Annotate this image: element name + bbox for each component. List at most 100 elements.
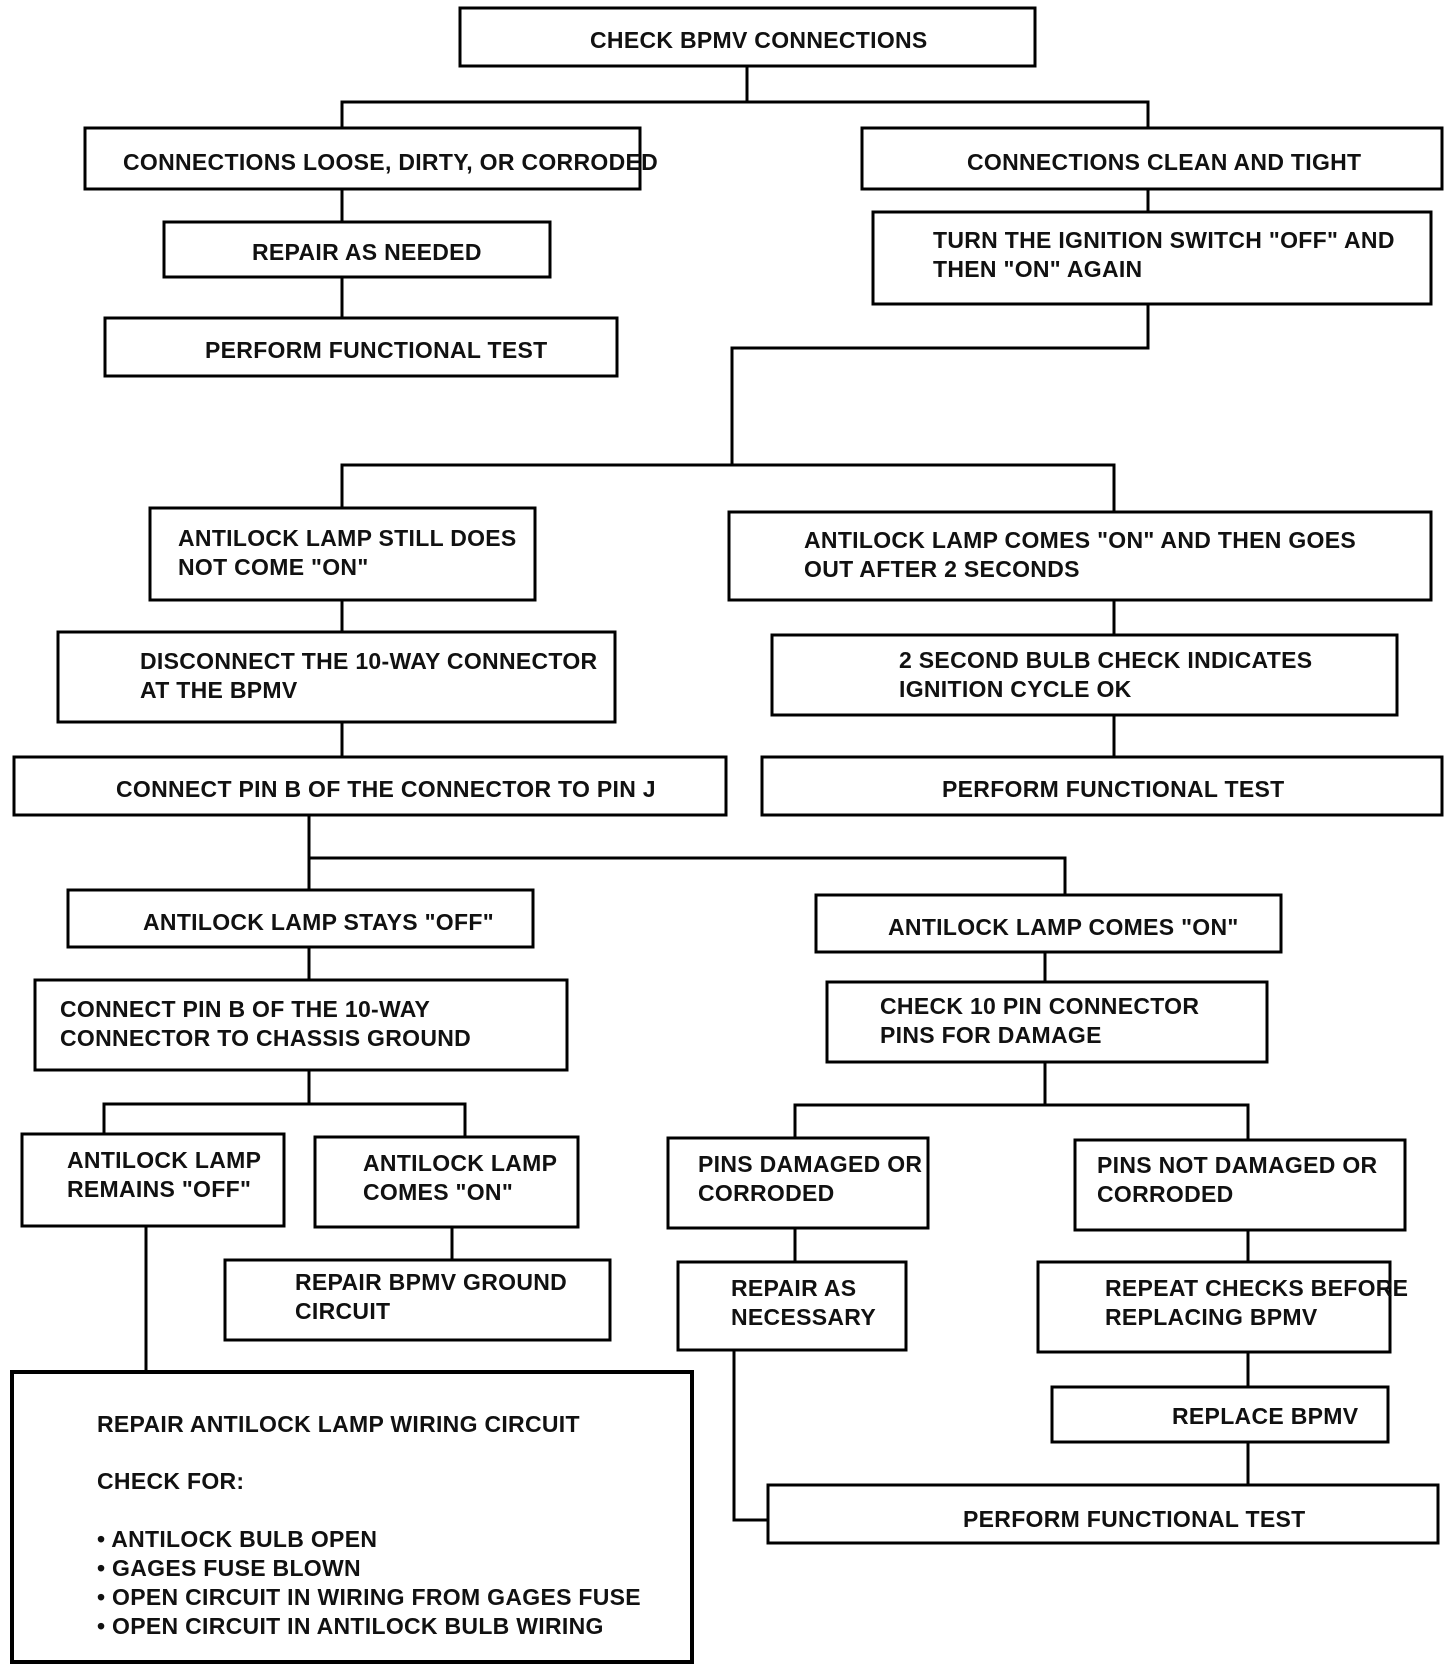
connector-line — [102, 1102, 467, 1137]
node-lamp-not-on: ANTILOCK LAMP STILL DOES NOT COME "ON" — [148, 506, 537, 602]
connector-line — [730, 304, 1150, 465]
node-label-line: • GAGES FUSE BLOWN — [97, 1555, 361, 1581]
node-label-line: REPLACING BPMV — [1105, 1304, 1318, 1330]
node-label-line: CONNECT PIN B OF THE 10-WAY — [60, 996, 430, 1022]
node-label-line: TURN THE IGNITION SWITCH "OFF" AND — [933, 227, 1395, 253]
node-label-line: THEN "ON" AGAIN — [933, 256, 1142, 282]
node-box — [83, 126, 642, 191]
node-box — [103, 316, 619, 378]
node-label-line: OUT AFTER 2 SECONDS — [804, 556, 1080, 582]
node-label-line: ANTILOCK LAMP — [363, 1150, 557, 1176]
node-wiring: REPAIR ANTILOCK LAMP WIRING CIRCUIT CHECK… — [10, 1370, 694, 1664]
node-label-line: PINS FOR DAMAGE — [880, 1022, 1102, 1048]
connector-line — [340, 100, 1150, 128]
node-box — [313, 1135, 580, 1229]
node-box — [666, 1136, 930, 1230]
node-ground-on: ANTILOCK LAMP COMES "ON" — [313, 1135, 580, 1229]
node-box — [20, 1132, 286, 1228]
node-box — [727, 510, 1433, 602]
node-label-line: ANTILOCK LAMP COMES "ON" — [888, 914, 1239, 940]
node-label-line: ANTILOCK LAMP STAYS "OFF" — [143, 909, 494, 935]
node-ignition: TURN THE IGNITION SWITCH "OFF" AND THEN "… — [871, 210, 1433, 306]
node-box — [871, 210, 1433, 306]
node-connect-pin-j: CONNECT PIN B OF THE CONNECTOR TO PIN J — [12, 755, 728, 817]
node-pins-ok: PINS NOT DAMAGED OR CORRODED — [1073, 1138, 1407, 1232]
node-box — [1036, 1260, 1392, 1354]
node-box — [760, 755, 1444, 817]
node-label-line: ANTILOCK LAMP STILL DOES — [178, 525, 517, 551]
node-repair-necessary: REPAIR AS NECESSARY — [676, 1260, 908, 1352]
node-box — [33, 978, 569, 1072]
node-box — [56, 630, 617, 724]
node-box — [676, 1260, 908, 1352]
node-functional-3: PERFORM FUNCTIONAL TEST — [766, 1483, 1440, 1545]
node-label-line: CORRODED — [698, 1180, 835, 1206]
node-label-line: REPAIR AS — [731, 1275, 856, 1301]
connector-line — [340, 463, 1116, 512]
node-label-line: NOT COME "ON" — [178, 554, 369, 580]
node-box — [860, 126, 1444, 191]
node-box — [770, 633, 1399, 717]
node-label-line: PERFORM FUNCTIONAL TEST — [963, 1506, 1306, 1532]
node-repair-needed: REPAIR AS NEEDED — [162, 220, 552, 279]
node-label-line: 2 SECOND BULB CHECK INDICATES — [899, 647, 1312, 673]
node-label-line: PERFORM FUNCTIONAL TEST — [942, 776, 1285, 802]
node-replace: REPLACE BPMV — [1050, 1385, 1390, 1444]
node-label-line: DISCONNECT THE 10-WAY CONNECTOR — [140, 648, 598, 674]
node-label-line: CORRODED — [1097, 1181, 1234, 1207]
node-box — [458, 6, 1037, 68]
node-label-line: CIRCUIT — [295, 1298, 390, 1324]
node-functional-2: PERFORM FUNCTIONAL TEST — [760, 755, 1444, 817]
node-label-line: CONNECTIONS LOOSE, DIRTY, OR CORRODED — [123, 149, 658, 175]
node-stays-off: ANTILOCK LAMP STAYS "OFF" — [66, 888, 535, 949]
flowchart-boxes: CHECK BPMV CONNECTIONS CONNECTIONS LOOSE,… — [10, 6, 1444, 1664]
node-box — [12, 755, 728, 817]
node-label-line: CONNECTIONS CLEAN AND TIGHT — [967, 149, 1361, 175]
node-loose: CONNECTIONS LOOSE, DIRTY, OR CORRODED — [83, 126, 658, 191]
node-label-line: PINS NOT DAMAGED OR — [1097, 1152, 1378, 1178]
node-label-line: • OPEN CIRCUIT IN ANTILOCK BULB WIRING — [97, 1613, 604, 1639]
node-label-line: REPAIR ANTILOCK LAMP WIRING CIRCUIT — [97, 1411, 580, 1437]
node-box — [148, 506, 537, 602]
node-box — [223, 1258, 612, 1342]
node-bulb-check: 2 SECOND BULB CHECK INDICATES IGNITION CY… — [770, 633, 1399, 717]
node-box — [825, 980, 1269, 1064]
node-label-line: ANTILOCK LAMP COMES "ON" AND THEN GOES — [804, 527, 1356, 553]
node-label-line: CONNECT PIN B OF THE CONNECTOR TO PIN J — [116, 776, 656, 802]
node-check-pins: CHECK 10 PIN CONNECTOR PINS FOR DAMAGE — [825, 980, 1269, 1064]
node-box — [10, 1370, 694, 1664]
node-label-line: CHECK 10 PIN CONNECTOR — [880, 993, 1199, 1019]
node-box — [66, 888, 535, 949]
node-box — [162, 220, 552, 279]
node-label-line: • OPEN CIRCUIT IN WIRING FROM GAGES FUSE — [97, 1584, 641, 1610]
node-box — [1073, 1138, 1407, 1232]
connector-line — [793, 1103, 1250, 1140]
node-pins-damaged: PINS DAMAGED OR CORRODED — [666, 1136, 930, 1230]
node-label-line: COMES "ON" — [363, 1179, 513, 1205]
node-label-line: REPAIR BPMV GROUND — [295, 1269, 567, 1295]
node-label-line: IGNITION CYCLE OK — [899, 676, 1132, 702]
node-label-line: CHECK FOR: — [97, 1468, 244, 1494]
node-check-connections: CHECK BPMV CONNECTIONS — [458, 6, 1037, 68]
node-comes-on: ANTILOCK LAMP COMES "ON" — [814, 893, 1283, 954]
node-functional-1: PERFORM FUNCTIONAL TEST — [103, 316, 619, 378]
node-lamp-on-off: ANTILOCK LAMP COMES "ON" AND THEN GOES OU… — [727, 510, 1433, 602]
node-box — [766, 1483, 1440, 1545]
connector-line — [307, 856, 1067, 895]
node-box — [1050, 1385, 1390, 1444]
node-label-line: • ANTILOCK BULB OPEN — [97, 1526, 377, 1552]
node-label-line: REPAIR AS NEEDED — [252, 239, 482, 265]
node-disconnect: DISCONNECT THE 10-WAY CONNECTOR AT THE BP… — [56, 630, 617, 724]
connector-line — [732, 1350, 768, 1522]
node-label-line: ANTILOCK LAMP — [67, 1147, 261, 1173]
flowchart-connectors — [102, 66, 1250, 1522]
node-label-line: NECESSARY — [731, 1304, 876, 1330]
node-label-line: AT THE BPMV — [140, 677, 298, 703]
node-label-line: PINS DAMAGED OR — [698, 1151, 922, 1177]
node-clean-tight: CONNECTIONS CLEAN AND TIGHT — [860, 126, 1444, 191]
node-label-line: CHECK BPMV CONNECTIONS — [590, 27, 928, 53]
node-label-line: REMAINS "OFF" — [67, 1176, 251, 1202]
